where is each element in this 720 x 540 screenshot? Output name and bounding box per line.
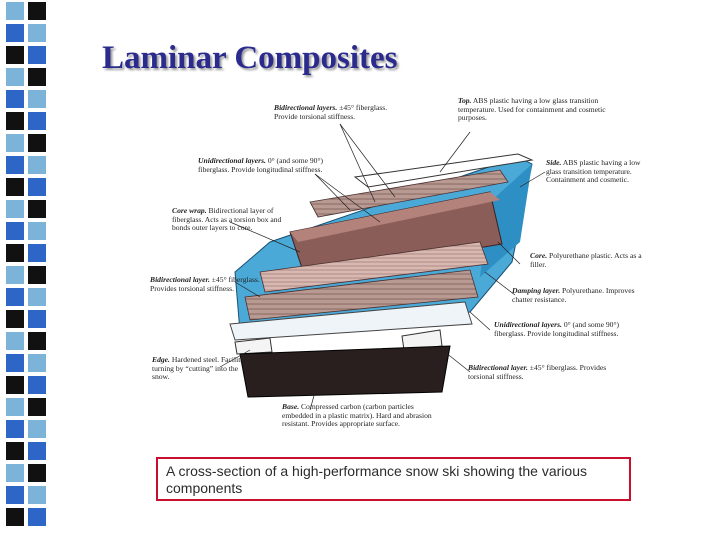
label-unidirectional-top: Unidirectional layers. 0° (and some 90°)… <box>198 156 324 174</box>
strip-square <box>6 24 24 42</box>
strip-square <box>6 288 24 306</box>
strip-square <box>6 134 24 152</box>
strip-square <box>6 420 24 438</box>
strip-square <box>6 464 24 482</box>
carbon-base <box>239 345 451 398</box>
upper-fiberglass-layers <box>309 169 509 218</box>
strip-square <box>28 442 46 460</box>
strip-square <box>28 464 46 482</box>
diagram-caption: A cross-section of a high-performance sn… <box>156 457 631 501</box>
strip-square <box>28 376 46 394</box>
core-top-face <box>290 192 500 242</box>
label-base: Base. Compressed carbon (carbon particle… <box>282 402 432 429</box>
lower-fiberglass-layers <box>244 269 479 321</box>
strip-square <box>28 134 46 152</box>
strip-square <box>28 420 46 438</box>
strip-square <box>6 178 24 196</box>
strip-square <box>28 2 46 20</box>
ski-cross-section-diagram <box>219 123 546 411</box>
lower-plastic-plate <box>229 301 473 341</box>
strip-square <box>28 200 46 218</box>
strip-square <box>6 200 24 218</box>
side-abs-face <box>480 164 532 277</box>
strip-square <box>28 156 46 174</box>
strip-square <box>28 24 46 42</box>
label-damping: Damping layer. Polyurethane. Improves ch… <box>512 286 635 304</box>
strip-square <box>6 68 24 86</box>
strip-square <box>28 178 46 196</box>
strip-square <box>6 486 24 504</box>
label-edge: Edge. Hardened steel. Facilitates turnin… <box>152 355 253 382</box>
strip-square <box>6 310 24 328</box>
strip-square <box>28 68 46 86</box>
strip-square <box>28 244 46 262</box>
strip-square <box>6 90 24 108</box>
strip-square <box>6 376 24 394</box>
strip-square <box>28 112 46 130</box>
label-side: Side. ABS plastic having a low glass tra… <box>546 158 641 185</box>
strip-square <box>6 46 24 64</box>
strip-square <box>6 508 24 526</box>
leader-lines <box>219 123 546 411</box>
label-bidirectional-bottom: Bidirectional layer. ±45° fiberglass. Pr… <box>468 363 607 381</box>
strip-square <box>28 486 46 504</box>
strip-square <box>28 508 46 526</box>
strip-square <box>6 398 24 416</box>
strip-square <box>28 266 46 284</box>
strip-square <box>28 288 46 306</box>
strip-square <box>6 156 24 174</box>
steel-edge-left <box>234 337 273 355</box>
label-unidirectional-bottom: Unidirectional layers. 0° (and some 90°)… <box>494 320 620 338</box>
strip-square <box>28 354 46 372</box>
slide-title: Laminar Composites <box>102 40 398 76</box>
strip-square <box>6 266 24 284</box>
label-bidirectional-top: Bidirectional layers. ±45° fiberglass. P… <box>274 103 388 121</box>
strip-square <box>6 332 24 350</box>
strip-square <box>28 46 46 64</box>
label-core: Core. Polyurethane plastic. Acts as a fi… <box>530 251 642 269</box>
strip-square <box>6 244 24 262</box>
top-abs-layer <box>353 153 534 188</box>
strip-square <box>28 222 46 240</box>
strip-square <box>6 222 24 240</box>
core-polyurethane <box>289 191 503 278</box>
decorative-square-strip <box>6 2 46 526</box>
strip-square <box>6 2 24 20</box>
label-core-wrap: Core wrap. Bidirectional layer of fiberg… <box>172 206 282 233</box>
strip-square <box>28 398 46 416</box>
strip-square <box>28 90 46 108</box>
strip-square <box>28 332 46 350</box>
strip-square <box>6 112 24 130</box>
strip-square <box>6 442 24 460</box>
strip-square <box>6 354 24 372</box>
label-bidirectional-mid: Bidirectional layer. ±45° fiberglass. Pr… <box>150 275 260 293</box>
label-top: Top. ABS plastic having a low glass tran… <box>458 96 606 123</box>
strip-square <box>28 310 46 328</box>
damping-layer <box>259 241 489 293</box>
